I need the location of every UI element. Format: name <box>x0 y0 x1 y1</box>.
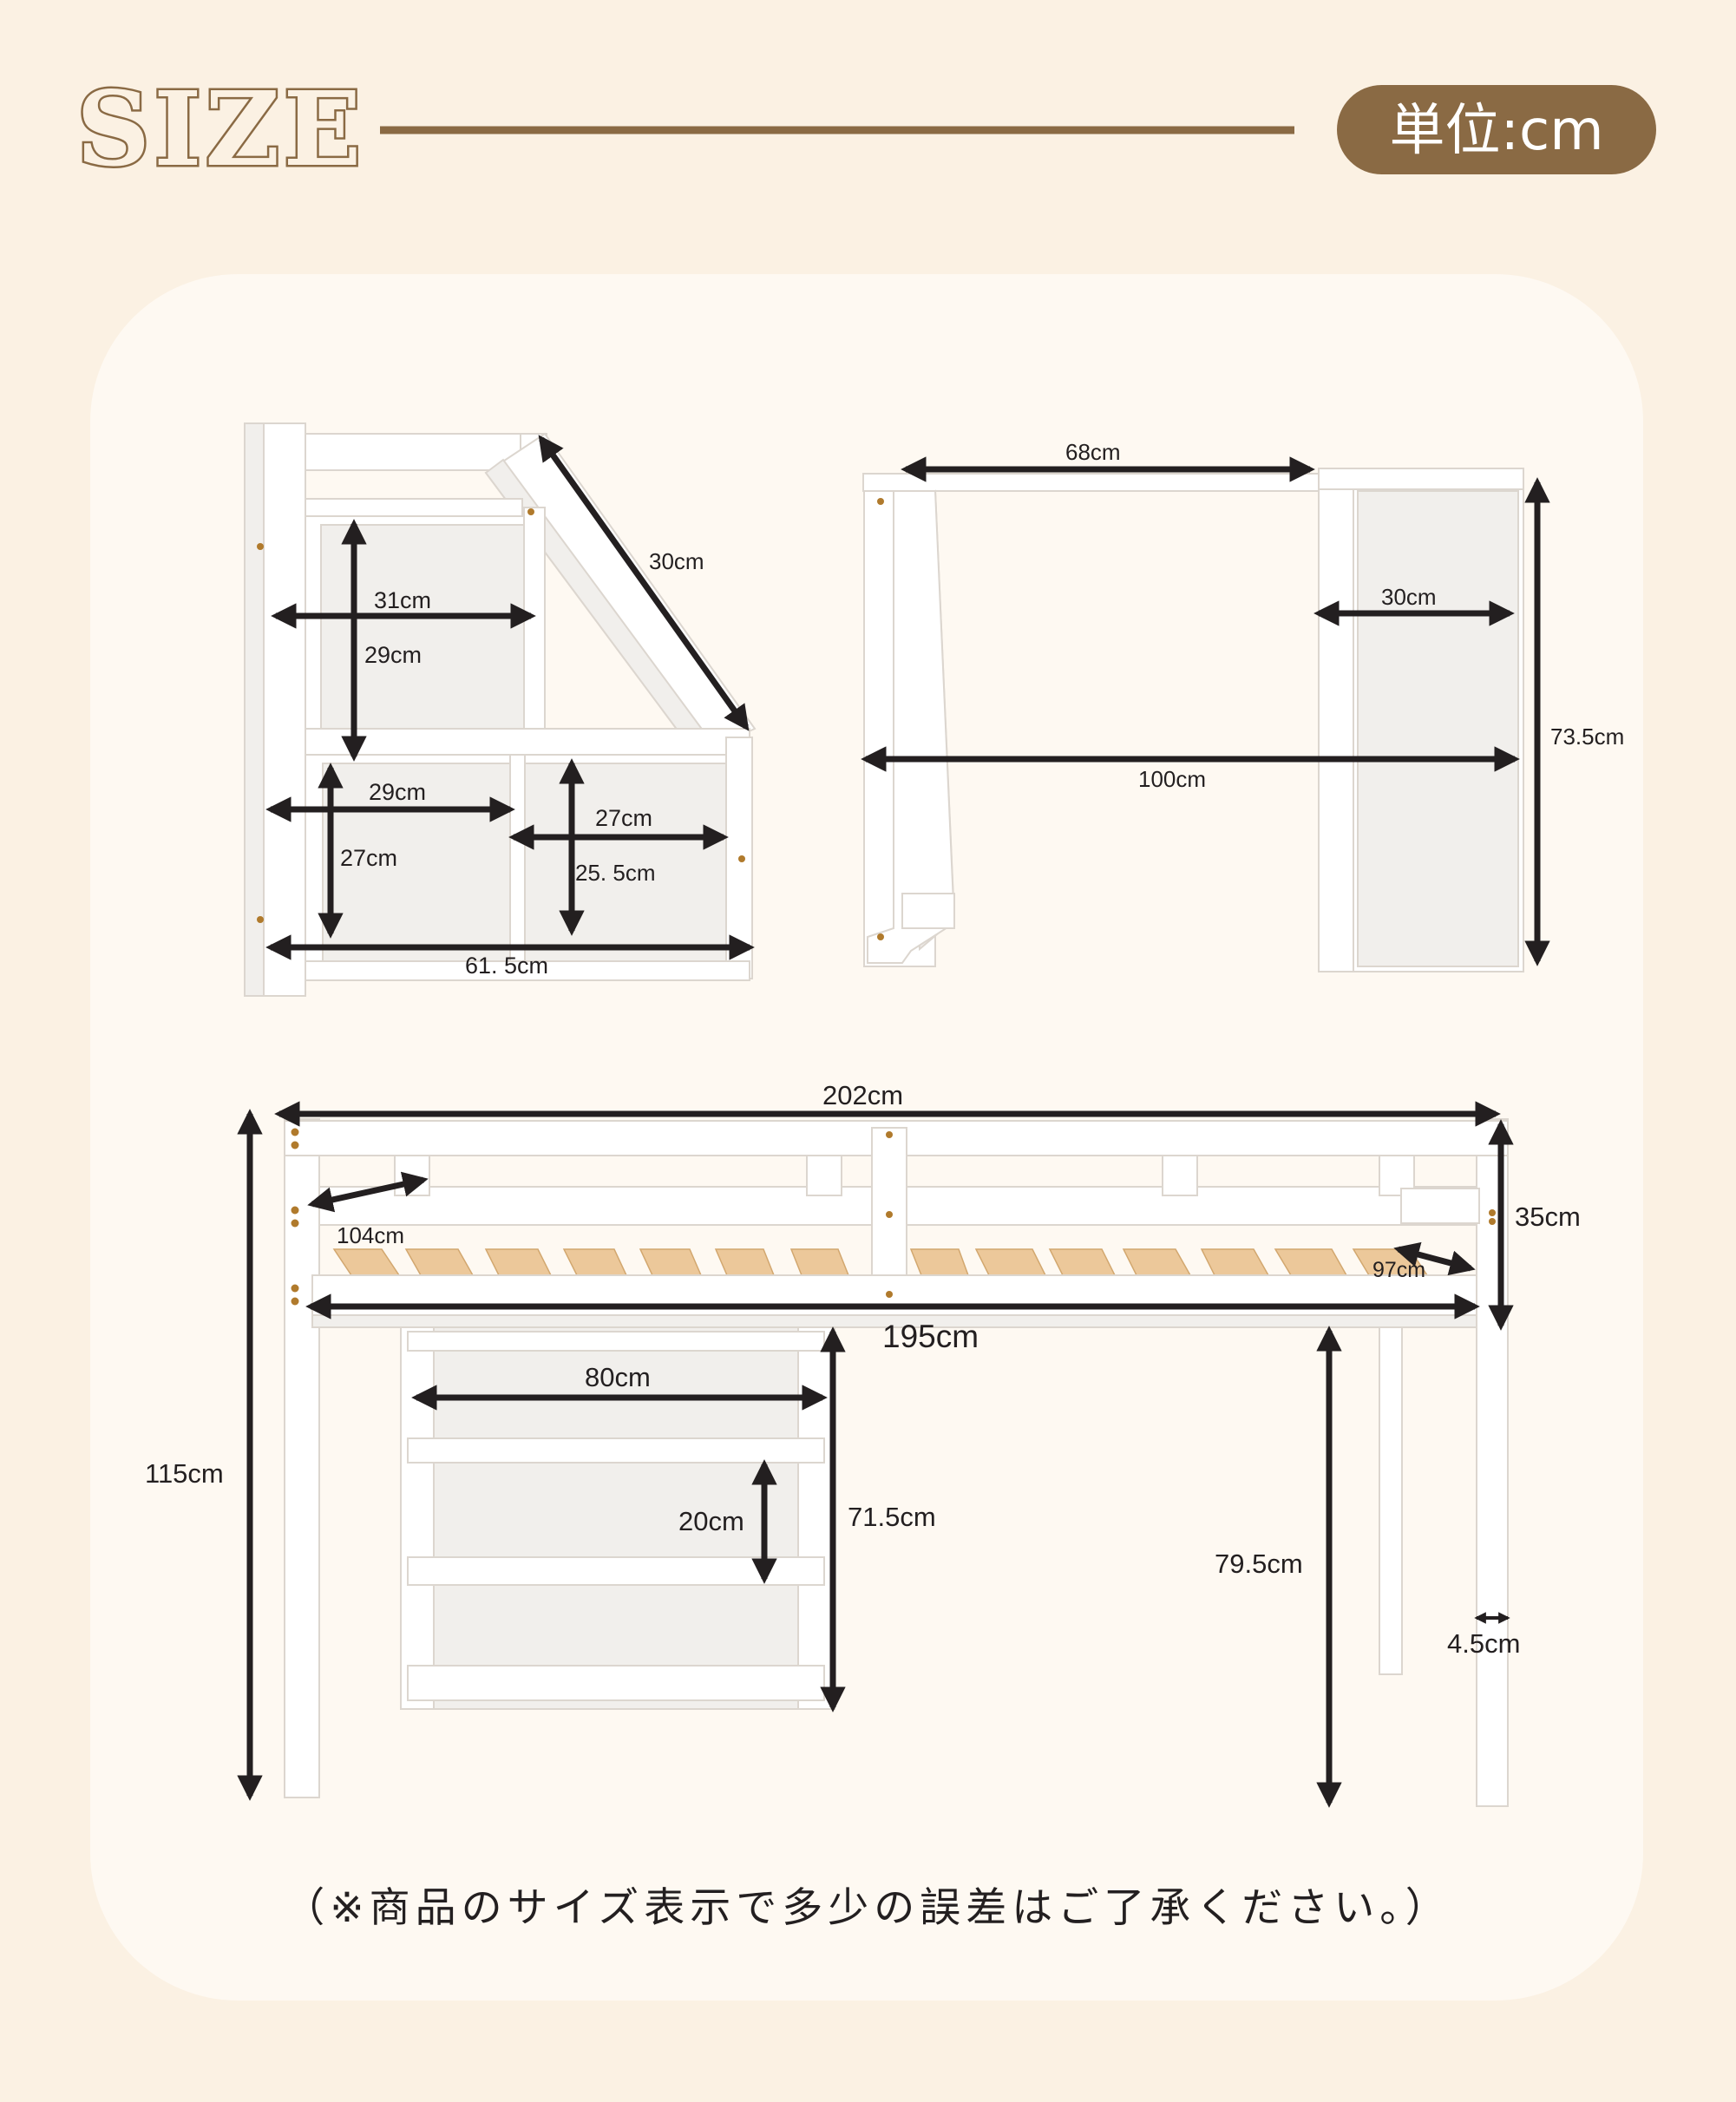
page-title: SIZE <box>76 69 365 189</box>
stairs-total-width-label: 61. 5cm <box>465 953 548 979</box>
desk-total-width-label: 100cm <box>1138 766 1206 792</box>
stairs-mid-right-width-label: 27cm <box>595 805 652 831</box>
stairs-top-height-label: 29cm <box>364 642 422 668</box>
bed-shelf-spacing-label: 20cm <box>678 1506 744 1536</box>
bed-post-width-label: 4.5cm <box>1447 1628 1520 1659</box>
stairs-top-width-label: 31cm <box>374 587 431 613</box>
unit-badge <box>1337 85 1656 174</box>
bed-guard-height-label: 35cm <box>1515 1202 1581 1232</box>
bed-total-height-label: 115cm <box>145 1458 224 1489</box>
unit-badge-label: 単位:cm <box>1389 99 1603 163</box>
dimension-arrows <box>237 435 1550 1808</box>
bed-under-clearance-label: 79.5cm <box>1215 1549 1303 1579</box>
header: SIZE 単位:cm <box>75 67 1656 192</box>
desk-height-label: 73.5cm <box>1550 724 1624 750</box>
desk-top-width-label: 68cm <box>1065 439 1121 465</box>
stairs-low-right-height-label: 25. 5cm <box>575 860 656 886</box>
footer-note: （※商品のサイズ表示で多少の誤差はご了承ください。） <box>284 1884 1451 1932</box>
bed-left-width-label: 104cm <box>337 1222 404 1248</box>
bed-total-length-label: 202cm <box>822 1080 903 1110</box>
desk-shelf-depth-label: 30cm <box>1381 584 1437 610</box>
bed-shelf-width-label: 80cm <box>585 1362 651 1392</box>
bed-shelf-height-label: 71.5cm <box>848 1502 936 1532</box>
dimension-labels: 30cm 31cm 29cm 29cm 27cm 27cm 25. 5cm 61… <box>145 439 1624 1659</box>
bed-inner-length-label: 195cm <box>882 1319 979 1354</box>
stairs-slope-label: 30cm <box>649 548 704 574</box>
stairs-low-left-height-label: 27cm <box>340 845 397 871</box>
desk-illustration <box>862 468 1524 972</box>
bed-right-width-label: 97cm <box>1372 1258 1425 1282</box>
stairs-mid-left-width-label: 29cm <box>369 779 426 805</box>
